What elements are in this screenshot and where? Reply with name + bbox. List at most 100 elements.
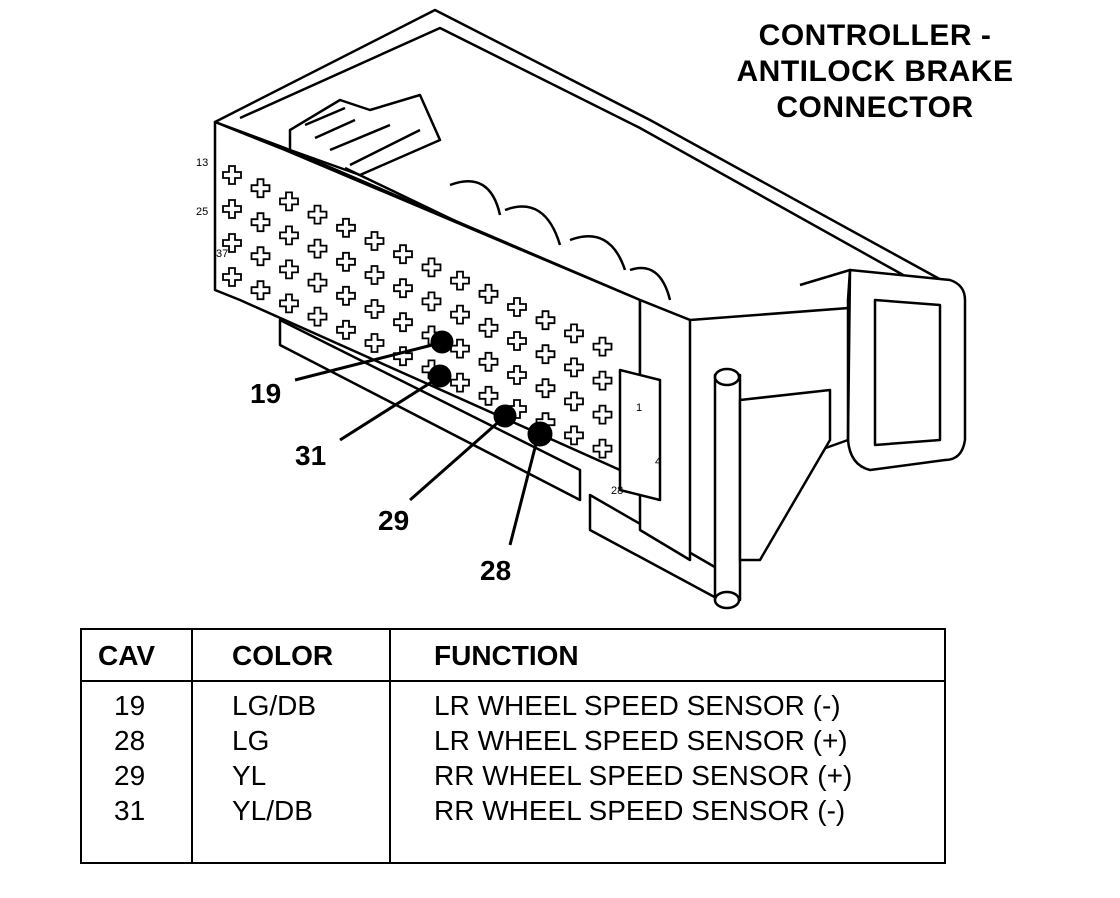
leader-31 bbox=[339, 376, 439, 442]
shroud-inner bbox=[873, 298, 942, 447]
leader-28 bbox=[508, 435, 540, 546]
cell-function: LR WHEEL SPEED SENSOR (+) bbox=[434, 725, 848, 756]
cavity-cross bbox=[592, 404, 613, 425]
cell-cav: 19 bbox=[114, 690, 146, 721]
table-header: CAV COLOR FUNCTION bbox=[82, 630, 944, 682]
cavity-cross bbox=[222, 233, 242, 253]
cavity-cross bbox=[450, 304, 470, 325]
column-divider-2 bbox=[389, 630, 391, 862]
cavity-label-1: 1 bbox=[636, 402, 643, 414]
cavity-cross bbox=[450, 270, 470, 291]
pillar-base bbox=[713, 590, 741, 610]
cavity-cross bbox=[564, 425, 584, 446]
dot-29 bbox=[493, 404, 517, 428]
housing-inner-ridge bbox=[239, 26, 931, 292]
cavity-cross bbox=[250, 280, 271, 301]
title-line-3: CONNECTOR bbox=[776, 91, 974, 124]
gusset bbox=[738, 388, 832, 562]
diagram-title: CONTROLLER - ANTILOCK BRAKE CONNECTOR bbox=[710, 18, 1040, 126]
cavity-cross bbox=[592, 438, 613, 459]
cavity-cross bbox=[336, 285, 356, 306]
cavity-cross bbox=[250, 178, 271, 199]
cavity-cross bbox=[222, 267, 242, 287]
latch-block bbox=[288, 93, 442, 177]
cavity-cross bbox=[364, 333, 385, 353]
pillar bbox=[713, 373, 742, 602]
cavity-cross bbox=[478, 385, 499, 406]
cavity-cross bbox=[336, 319, 356, 340]
cavity-cross bbox=[421, 257, 442, 278]
channel-rings bbox=[449, 180, 672, 301]
callout-29: 29 bbox=[378, 505, 410, 536]
title-line-2: ANTILOCK BRAKE bbox=[736, 55, 1014, 88]
dot-19 bbox=[430, 330, 454, 354]
callout-19: 19 bbox=[250, 378, 282, 409]
pillar-cap bbox=[713, 367, 741, 387]
cavity-cross bbox=[393, 312, 413, 333]
header-color: COLOR bbox=[232, 640, 334, 671]
latch-ribs bbox=[304, 106, 421, 167]
leader-29 bbox=[409, 416, 504, 502]
cavity-cross bbox=[307, 306, 328, 327]
pinout-table: CAV COLOR FUNCTION 19 LG/DB LR WHEEL SPE… bbox=[80, 628, 946, 864]
cell-color: LG/DB bbox=[232, 690, 317, 721]
cavity-label-25: 25 bbox=[196, 206, 209, 218]
cavity-cross bbox=[364, 299, 385, 319]
callout-31: 31 bbox=[295, 440, 327, 471]
cavity-label-13: 13 bbox=[196, 157, 209, 169]
cell-function: RR WHEEL SPEED SENSOR (+) bbox=[434, 760, 853, 791]
cavity-cross bbox=[507, 365, 527, 385]
column-divider-1 bbox=[191, 630, 193, 862]
table-row: 19 LG/DB LR WHEEL SPEED SENSOR (-) bbox=[82, 690, 944, 725]
cavity-cross bbox=[307, 204, 328, 225]
cell-color: LG bbox=[232, 725, 270, 756]
cavity-cross bbox=[222, 199, 242, 219]
cavity-cross bbox=[421, 291, 442, 312]
cavity-cross bbox=[564, 391, 584, 412]
cell-cav: 29 bbox=[114, 760, 146, 791]
cavity-cross bbox=[250, 246, 271, 267]
dot-31 bbox=[428, 364, 452, 388]
cavity-cross bbox=[478, 283, 499, 304]
cavity-cross bbox=[279, 225, 299, 246]
cavity-cross bbox=[393, 278, 413, 299]
cell-cav: 31 bbox=[114, 795, 146, 826]
cavity-cross bbox=[535, 344, 556, 365]
cell-color: YL bbox=[232, 760, 267, 791]
cavity-cross bbox=[450, 372, 470, 393]
cavity-cross bbox=[535, 310, 556, 331]
shroud-outer bbox=[846, 268, 967, 472]
cavity-cross bbox=[336, 217, 356, 238]
cavity-cross bbox=[393, 244, 413, 265]
table-row: 28 LG LR WHEEL SPEED SENSOR (+) bbox=[82, 725, 944, 760]
cavity-cross bbox=[592, 336, 613, 357]
dot-28 bbox=[527, 421, 553, 447]
leader-19 bbox=[294, 341, 441, 382]
callout-28: 28 bbox=[480, 555, 512, 586]
shroud-arm bbox=[799, 268, 852, 452]
side-panel bbox=[618, 368, 662, 502]
table-row: 31 YL/DB RR WHEEL SPEED SENSOR (-) bbox=[82, 795, 944, 830]
cavity-cross bbox=[507, 331, 527, 351]
cavity-cross bbox=[564, 357, 584, 378]
cavity-cross bbox=[507, 297, 527, 317]
cavity-label-37: 37 bbox=[216, 248, 229, 260]
cavity-cross bbox=[478, 317, 499, 338]
cavity-cross bbox=[279, 191, 299, 212]
connector-drawing bbox=[213, 8, 967, 610]
header-cav: CAV bbox=[98, 640, 156, 671]
cavity-grid bbox=[222, 165, 613, 459]
cavity-cross bbox=[250, 212, 271, 233]
header-function: FUNCTION bbox=[434, 640, 579, 671]
cavity-cross bbox=[336, 251, 356, 272]
cell-function: RR WHEEL SPEED SENSOR (-) bbox=[434, 795, 846, 826]
cavity-cross bbox=[364, 231, 385, 251]
cavity-cross bbox=[222, 165, 242, 185]
title-line-1: CONTROLLER - bbox=[758, 19, 992, 52]
cell-function: LR WHEEL SPEED SENSOR (-) bbox=[434, 690, 841, 721]
cavity-cross bbox=[307, 272, 328, 293]
cavity-cross bbox=[535, 378, 556, 399]
cavity-cross bbox=[279, 259, 299, 280]
cavity-label-4: 4 bbox=[655, 456, 662, 468]
